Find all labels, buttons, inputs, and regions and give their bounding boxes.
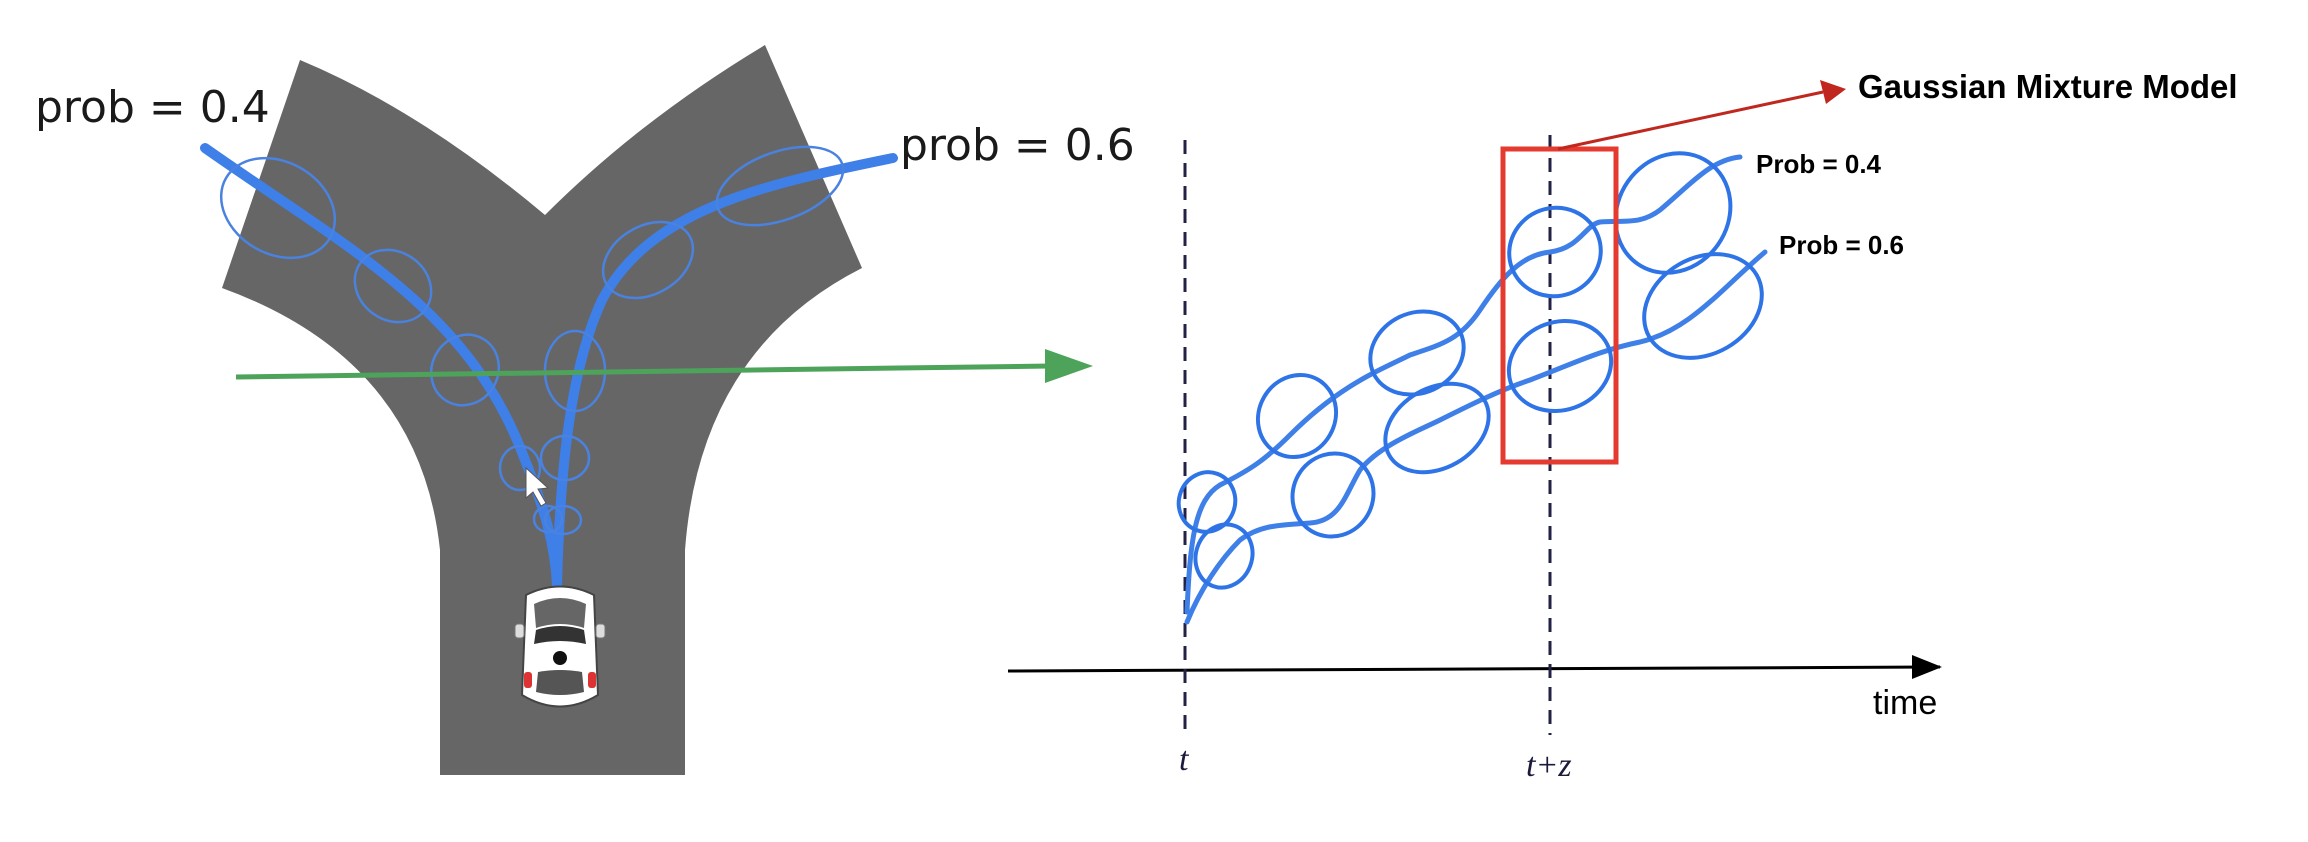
gmm-highlight-box [1500, 146, 1619, 465]
uncertainty-ellipses-left [219, 156, 564, 534]
tick-label-tz: t+z [1526, 747, 1572, 784]
label-prob-upper: Prob = 0.4 [1756, 149, 1882, 179]
mouse-pointer-icon [525, 466, 550, 507]
gmm-pointer-arrow [1557, 90, 1824, 151]
label-prob-left: prob = 0.4 [35, 82, 270, 133]
gmm-title: Gaussian Mixture Model [1858, 68, 2238, 105]
trajectory-lower [1184, 249, 1768, 625]
uncertainty-ellipses-time [1176, 151, 1764, 590]
tick-label-t: t [1179, 741, 1190, 778]
y-road [222, 45, 862, 775]
time-axis [1007, 665, 1941, 673]
time-plot: time t t+z Gaussian Mixture Model Prob =… [1007, 68, 2238, 784]
time-axis-label: time [1873, 684, 1937, 722]
road-scene: prob = 0.4 prob = 0.6 [35, 45, 1135, 775]
trajectory-upper [1184, 154, 1743, 615]
car-icon [514, 585, 606, 708]
label-prob-lower: Prob = 0.6 [1779, 230, 1904, 260]
transition-arrow [235, 349, 1093, 383]
label-prob-right: prob = 0.6 [900, 120, 1135, 171]
trajectory-right [552, 153, 898, 590]
